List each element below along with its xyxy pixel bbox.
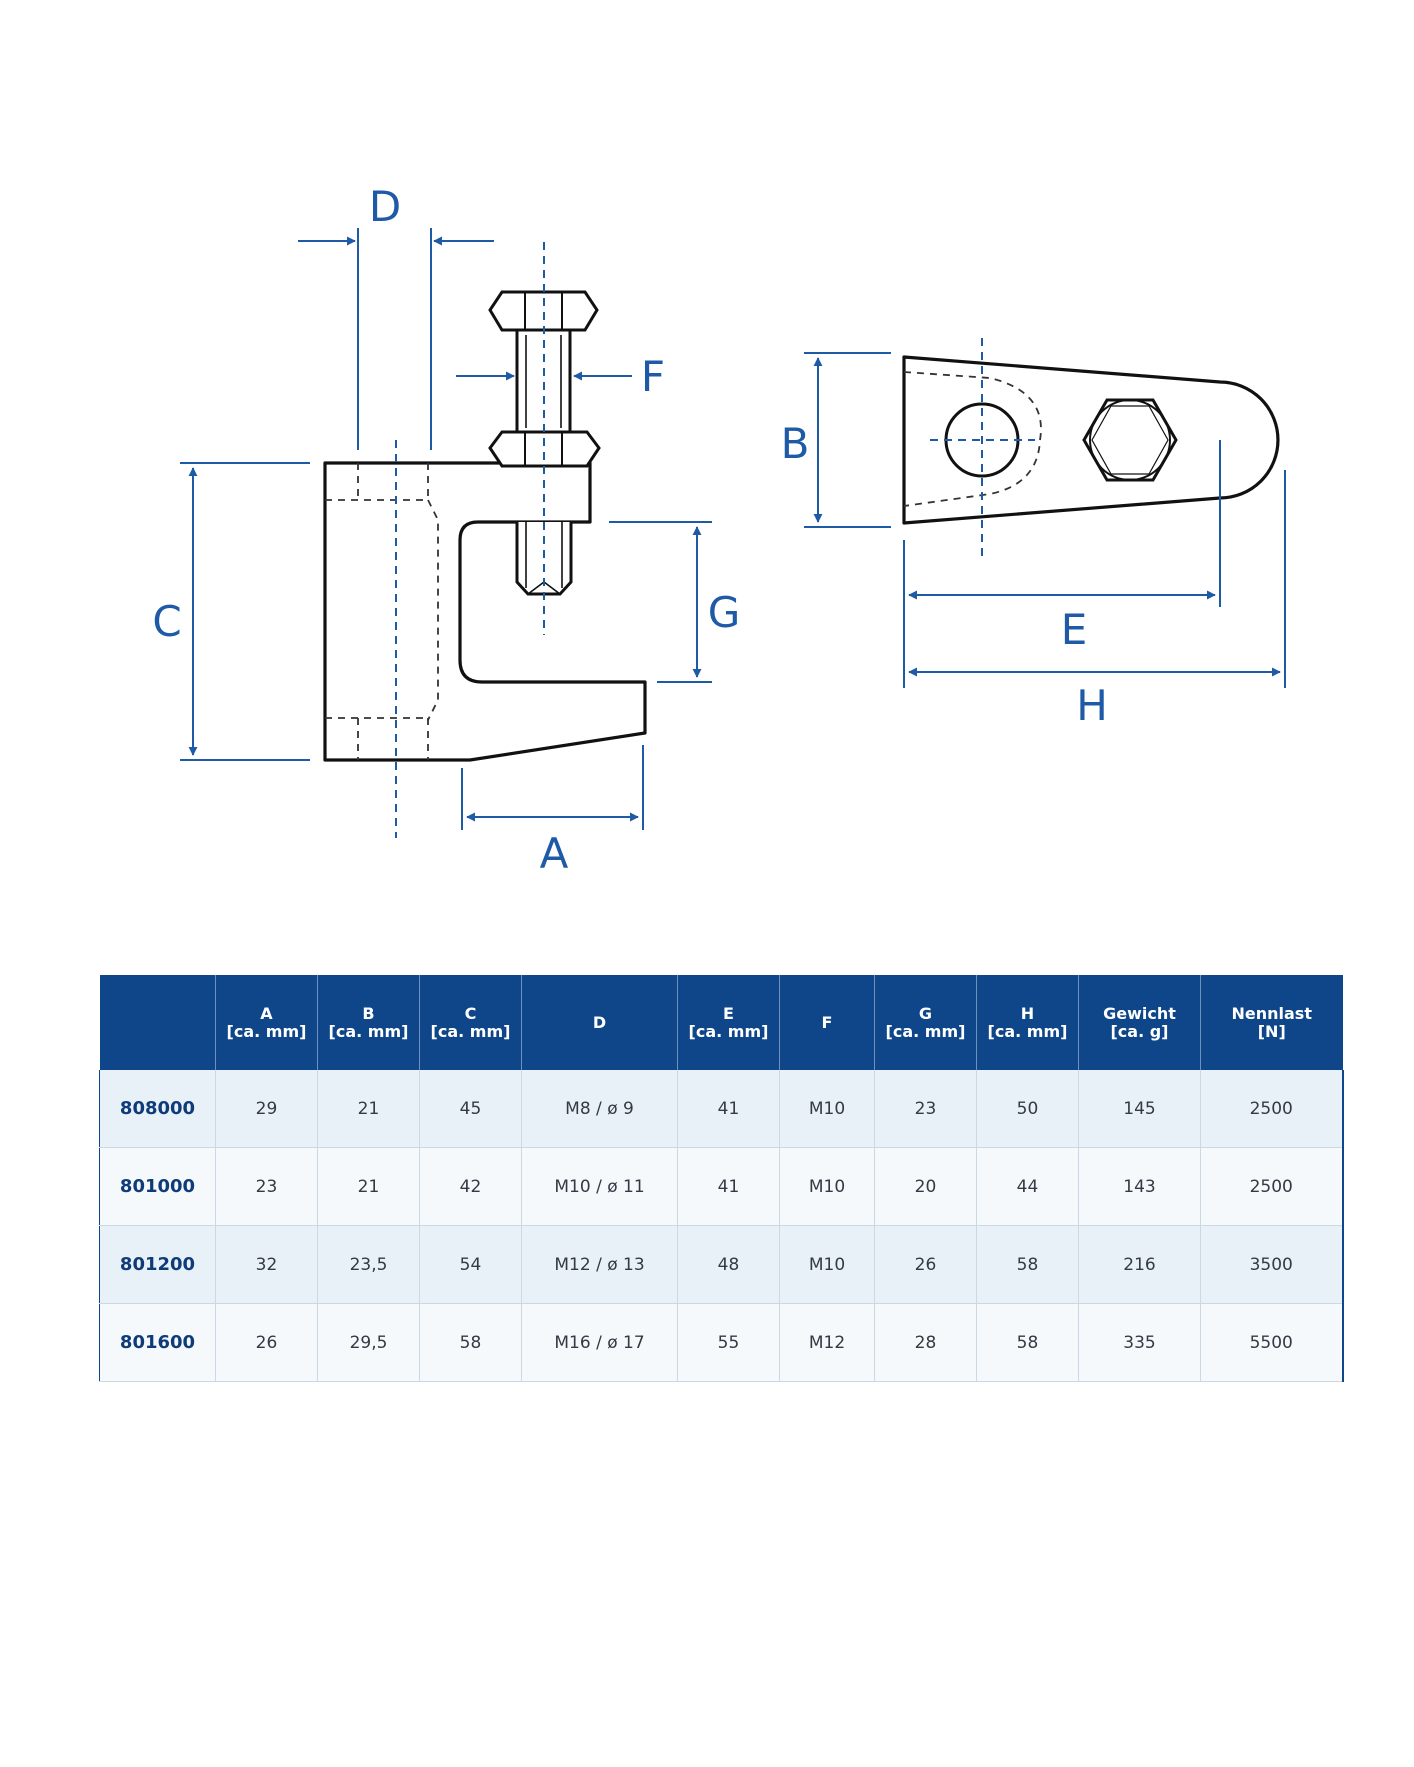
column-header-unit: [ca. mm] <box>328 1021 409 1041</box>
column-header-10: Nennlast[N] <box>1200 975 1343 1070</box>
column-header-unit: [ca. mm] <box>430 1021 511 1041</box>
column-header-4: D <box>521 975 678 1070</box>
table-cell: 32 <box>215 1225 318 1304</box>
bolt-head <box>488 290 599 332</box>
column-header-name: C <box>464 1003 477 1023</box>
table-cell: 23,5 <box>317 1225 420 1304</box>
column-header-name: F <box>821 1012 833 1032</box>
column-header-name: B <box>362 1003 375 1023</box>
table-cell: 55 <box>677 1303 780 1382</box>
column-header-name: E <box>723 1003 734 1023</box>
column-header-name: Nennlast <box>1231 1003 1312 1023</box>
article-number: 801600 <box>99 1303 216 1382</box>
table-cell: 2500 <box>1200 1147 1344 1226</box>
side-view: D F C G A <box>152 182 740 878</box>
column-header-name: H <box>1020 1003 1035 1023</box>
table-cell: 335 <box>1078 1303 1201 1382</box>
table-cell: 26 <box>215 1303 318 1382</box>
column-header-5: E[ca. mm] <box>677 975 780 1070</box>
label-d: D <box>369 182 401 231</box>
table-cell: 216 <box>1078 1225 1201 1304</box>
technical-drawing: D F C G A <box>152 182 1286 878</box>
table-cell: 58 <box>976 1303 1079 1382</box>
column-header-unit: [N] <box>1257 1021 1286 1041</box>
table-cell: M12 <box>779 1303 875 1382</box>
table-cell: 50 <box>976 1070 1079 1148</box>
table-cell: 58 <box>976 1225 1079 1304</box>
table-cell: M10 <box>779 1147 875 1226</box>
table-cell: 58 <box>419 1303 522 1382</box>
table-cell: 20 <box>874 1147 977 1226</box>
table-cell: M10 <box>779 1225 875 1304</box>
column-header-unit: [ca. g] <box>1110 1021 1169 1041</box>
article-number: 801200 <box>99 1225 216 1304</box>
table-cell: 29,5 <box>317 1303 420 1382</box>
column-header-unit: [ca. mm] <box>885 1021 966 1041</box>
column-header-1: A[ca. mm] <box>215 975 318 1070</box>
column-header-7: G[ca. mm] <box>874 975 977 1070</box>
lock-nut <box>488 430 601 468</box>
label-e: E <box>1061 605 1088 654</box>
column-header-3: C[ca. mm] <box>419 975 522 1070</box>
column-header-0 <box>99 975 216 1070</box>
table-cell: M10 <box>779 1070 875 1148</box>
table-cell: 23 <box>874 1070 977 1148</box>
table-cell: 29 <box>215 1070 318 1148</box>
label-a: A <box>540 829 569 878</box>
table-cell: 41 <box>677 1070 780 1148</box>
top-view-outline <box>902 355 1280 525</box>
clamp-body <box>323 461 647 762</box>
top-view: B E H <box>781 338 1286 730</box>
table-cell: 54 <box>419 1225 522 1304</box>
label-h: H <box>1076 681 1108 730</box>
column-header-name: A <box>260 1003 273 1023</box>
table-cell: M8 / ø 9 <box>521 1070 678 1148</box>
table-cell: 3500 <box>1200 1225 1344 1304</box>
table-cell: 45 <box>419 1070 522 1148</box>
label-b: B <box>781 419 810 468</box>
table-cell: 26 <box>874 1225 977 1304</box>
table-cell: 42 <box>419 1147 522 1226</box>
column-header-6: F <box>779 975 875 1070</box>
hidden-thread-lines <box>325 463 439 760</box>
label-c: C <box>152 597 181 646</box>
column-header-name: D <box>592 1012 607 1032</box>
table-cell: M10 / ø 11 <box>521 1147 678 1226</box>
column-header-unit: [ca. mm] <box>226 1021 307 1041</box>
table-cell: 5500 <box>1200 1303 1344 1382</box>
label-g: G <box>708 588 741 637</box>
table-cell: 145 <box>1078 1070 1201 1148</box>
article-number: 808000 <box>99 1070 216 1148</box>
table-cell: M12 / ø 13 <box>521 1225 678 1304</box>
column-header-name: G <box>918 1003 933 1023</box>
column-header-unit: [ca. mm] <box>688 1021 769 1041</box>
column-header-8: H[ca. mm] <box>976 975 1079 1070</box>
table-cell: 21 <box>317 1147 420 1226</box>
label-f: F <box>641 352 665 401</box>
table-cell: 23 <box>215 1147 318 1226</box>
table-cell: 2500 <box>1200 1070 1344 1148</box>
table-cell: 48 <box>677 1225 780 1304</box>
column-header-unit: [ca. mm] <box>987 1021 1068 1041</box>
column-header-name: Gewicht <box>1103 1003 1176 1023</box>
table-cell: 41 <box>677 1147 780 1226</box>
table-cell: 28 <box>874 1303 977 1382</box>
column-header-2: B[ca. mm] <box>317 975 420 1070</box>
table-cell: M16 / ø 17 <box>521 1303 678 1382</box>
table-cell: 44 <box>976 1147 1079 1226</box>
table-cell: 143 <box>1078 1147 1201 1226</box>
table-cell: 21 <box>317 1070 420 1148</box>
hex-nut-top <box>1082 398 1178 482</box>
article-number: 801000 <box>99 1147 216 1226</box>
column-header-9: Gewicht[ca. g] <box>1078 975 1201 1070</box>
